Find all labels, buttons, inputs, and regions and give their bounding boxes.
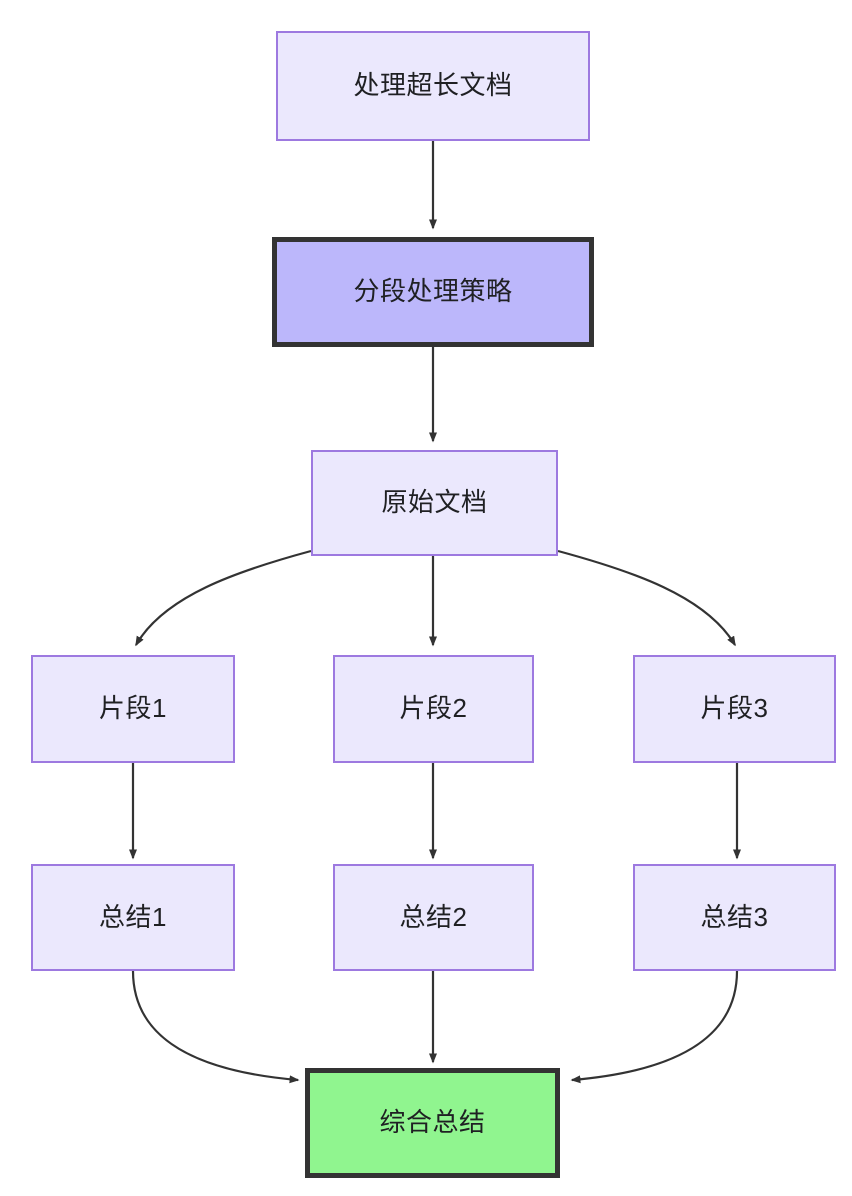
node-label: 片段1 [99,693,167,724]
edge-summary3-to-final [570,970,739,1084]
node-source-document[interactable]: 原始文档 [311,450,558,556]
node-fragment-2[interactable]: 片段2 [333,655,534,763]
edge-source-to-fragment1 [135,549,312,647]
node-fragment-3[interactable]: 片段3 [633,655,836,763]
node-summary-2[interactable]: 总结2 [333,864,534,971]
node-process-long-document[interactable]: 处理超长文档 [276,31,590,141]
node-fragment-1[interactable]: 片段1 [31,655,235,763]
node-final-summary[interactable]: 综合总结 [305,1068,560,1178]
node-summary-3[interactable]: 总结3 [633,864,836,971]
node-label: 分段处理策略 [353,276,513,307]
node-segmented-strategy[interactable]: 分段处理策略 [272,237,594,347]
node-summary-1[interactable]: 总结1 [31,864,235,971]
node-label: 综合总结 [379,1107,486,1138]
node-label: 片段3 [700,693,769,724]
node-label: 处理超长文档 [353,70,513,101]
node-label: 原始文档 [381,487,488,518]
node-label: 总结2 [399,901,468,932]
node-label: 片段2 [399,693,468,724]
edge-summary1-to-final [131,970,300,1084]
node-label: 总结3 [700,901,769,932]
node-label: 总结1 [99,901,167,932]
edge-source-to-fragment3 [557,549,736,647]
